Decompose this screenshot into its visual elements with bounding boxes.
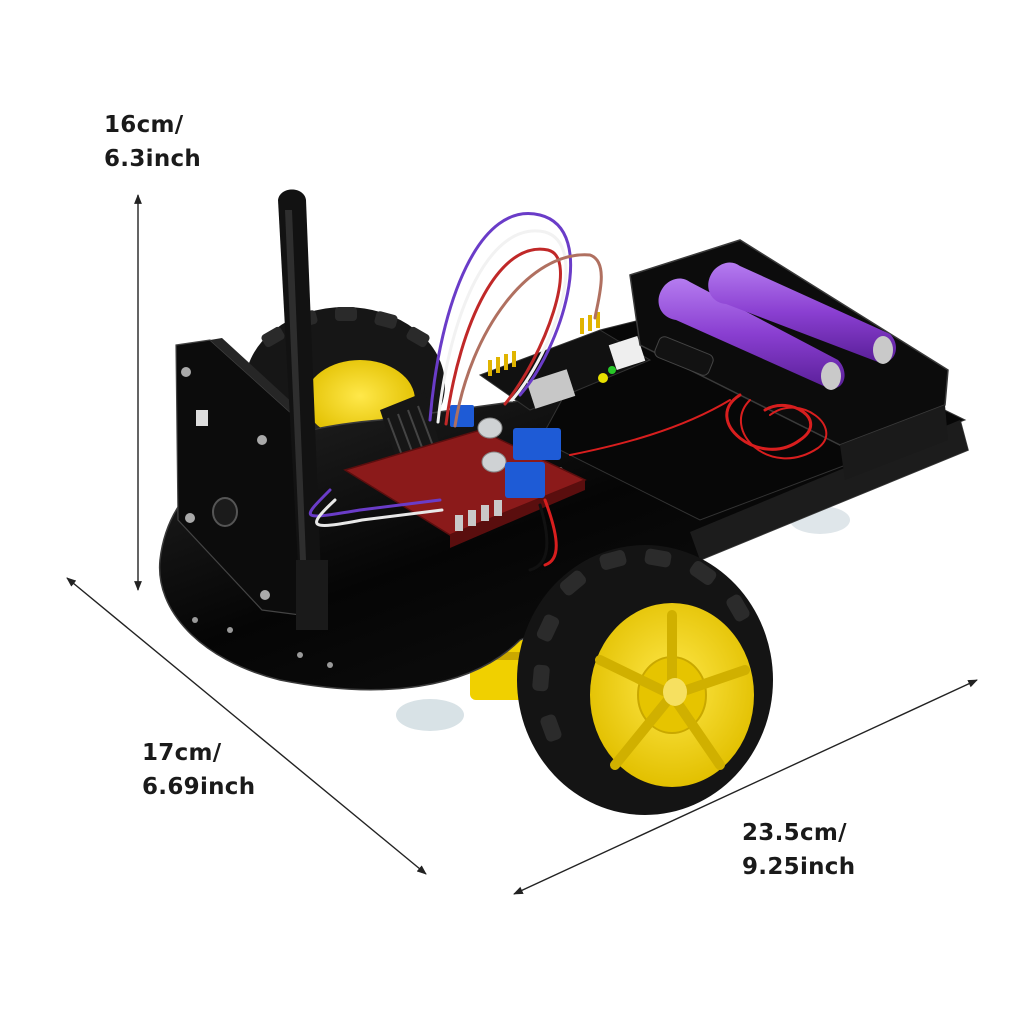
camera-lens-icon bbox=[212, 497, 238, 527]
jumper-wires bbox=[309, 212, 828, 572]
length-dimension-line bbox=[513, 679, 978, 895]
height-inch: 6.3inch bbox=[104, 146, 202, 172]
length-dimension-label: 23.5cm/ 9.25inch bbox=[742, 816, 855, 884]
height-dimension-label: 16cm/ 6.3inch bbox=[104, 108, 201, 176]
battery-holder bbox=[629, 239, 949, 480]
width-cm: 17cm/ bbox=[142, 740, 222, 766]
width-inch: 6.69inch bbox=[142, 774, 256, 800]
front-wheel bbox=[517, 545, 773, 815]
length-cm: 23.5cm/ bbox=[742, 820, 847, 846]
battery-cell-1 bbox=[658, 278, 845, 390]
battery-cell-2 bbox=[708, 262, 897, 364]
width-dimension-label: 17cm/ 6.69inch bbox=[142, 736, 255, 804]
wifi-antenna bbox=[278, 189, 328, 630]
height-cm: 16cm/ bbox=[104, 112, 184, 138]
terminal-block-icon bbox=[513, 428, 561, 460]
width-dimension-line bbox=[66, 577, 427, 875]
length-inch: 9.25inch bbox=[742, 854, 856, 880]
motor-driver-board bbox=[343, 392, 587, 548]
